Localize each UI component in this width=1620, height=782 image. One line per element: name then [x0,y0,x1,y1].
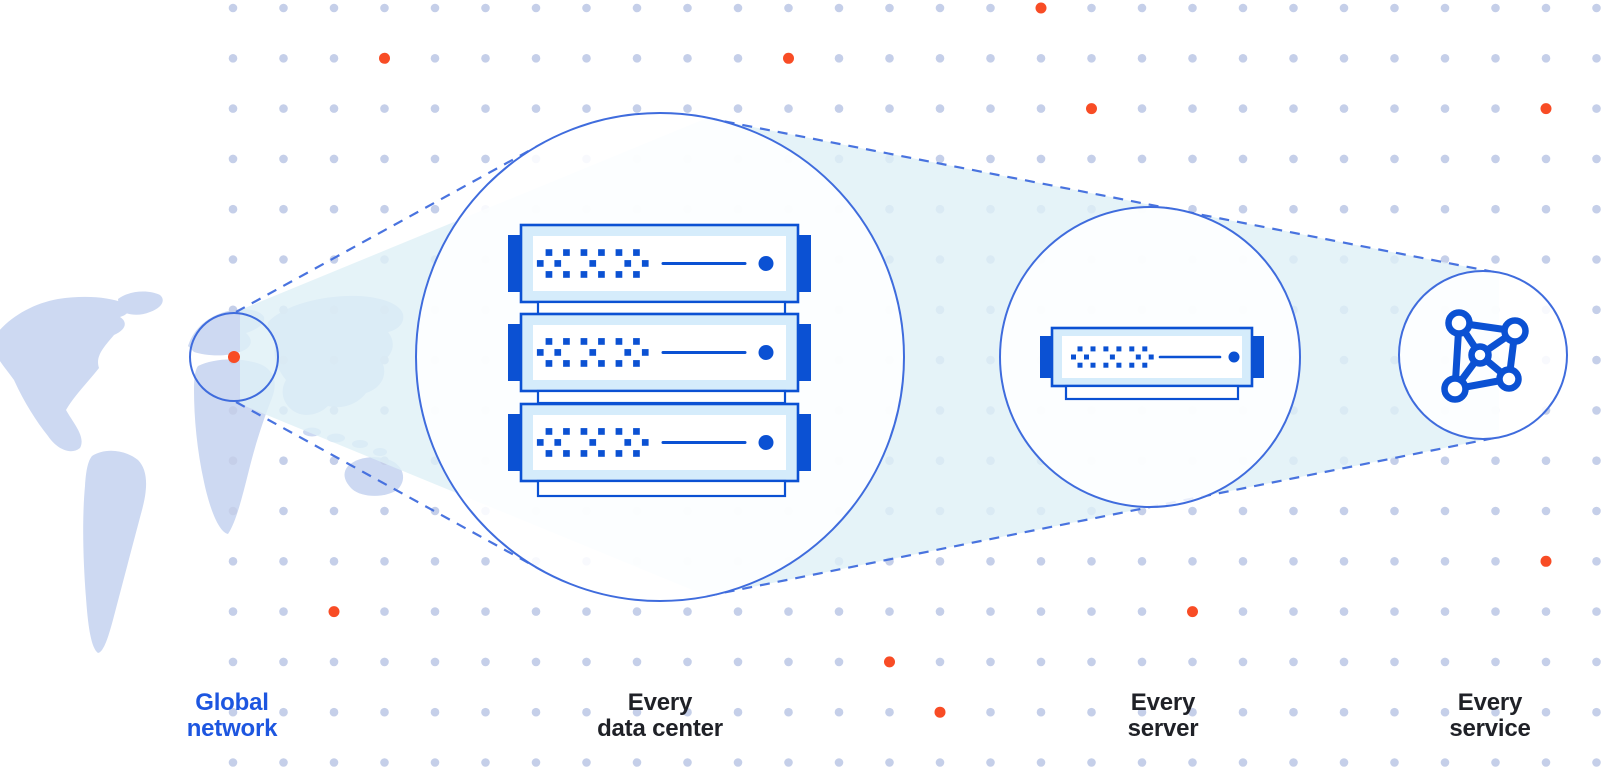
server-front-panel [533,236,786,291]
server-dot-matrix [536,249,1154,457]
rack-ear-left [508,324,522,381]
label-line: network [186,715,278,742]
rack-ear-right [797,414,811,471]
label-global-network: Global network [102,690,362,742]
label-line: service [1449,715,1531,742]
label-every-server: Every server [1033,690,1293,742]
label-line: Every [1130,689,1196,716]
server-unit-2 [508,312,811,393]
rack-ear-left [508,414,522,471]
continent-australia [344,457,404,496]
label-every-data-center: Every data center [530,690,790,742]
rack-ear-right [1251,336,1264,378]
rack-ear-left [508,235,522,292]
server-front-panel [533,415,786,470]
dashed-tangent-top-left [235,141,546,313]
network-node [1501,317,1529,345]
status-led [1228,351,1240,363]
label-line: Every [627,689,693,716]
continent-north-america [0,296,129,452]
location-marker-dot [228,351,240,363]
continent-greenland [118,291,163,315]
rack-ear-right [797,235,811,292]
server-unit-3 [508,402,811,483]
label-line: Every [1457,689,1523,716]
rack-ear-left [1040,336,1053,378]
server-unit-icon [1040,326,1264,401]
status-led [758,435,774,450]
dashed-tangent-bottom-right [706,435,1500,598]
label-line: data center [597,715,723,742]
dashed-tangent-top-right [706,116,1500,275]
server-front-panel [533,325,786,380]
network-node [1441,375,1469,403]
rack-tray-2 [536,389,787,405]
rack-base [536,479,787,498]
label-every-service: Every service [1360,690,1620,742]
dashed-tangent-bottom-left [235,401,546,573]
stage-circle-global-network [189,312,279,402]
server-rack-icon [508,223,811,498]
label-line: server [1127,715,1199,742]
server-unit-1 [508,223,811,304]
network-node [1445,309,1473,337]
status-led [758,256,774,271]
continent-south-america [83,450,147,653]
rack-tray-1 [536,300,787,316]
label-line: Global [195,689,269,716]
accent-dot-grid [328,2,1552,718]
status-led [758,345,774,360]
server-base [1064,384,1240,401]
network-node [1496,366,1522,392]
network-node-center [1468,343,1492,367]
rack-ear-right [797,324,811,381]
network-graph-icon [1441,309,1529,403]
